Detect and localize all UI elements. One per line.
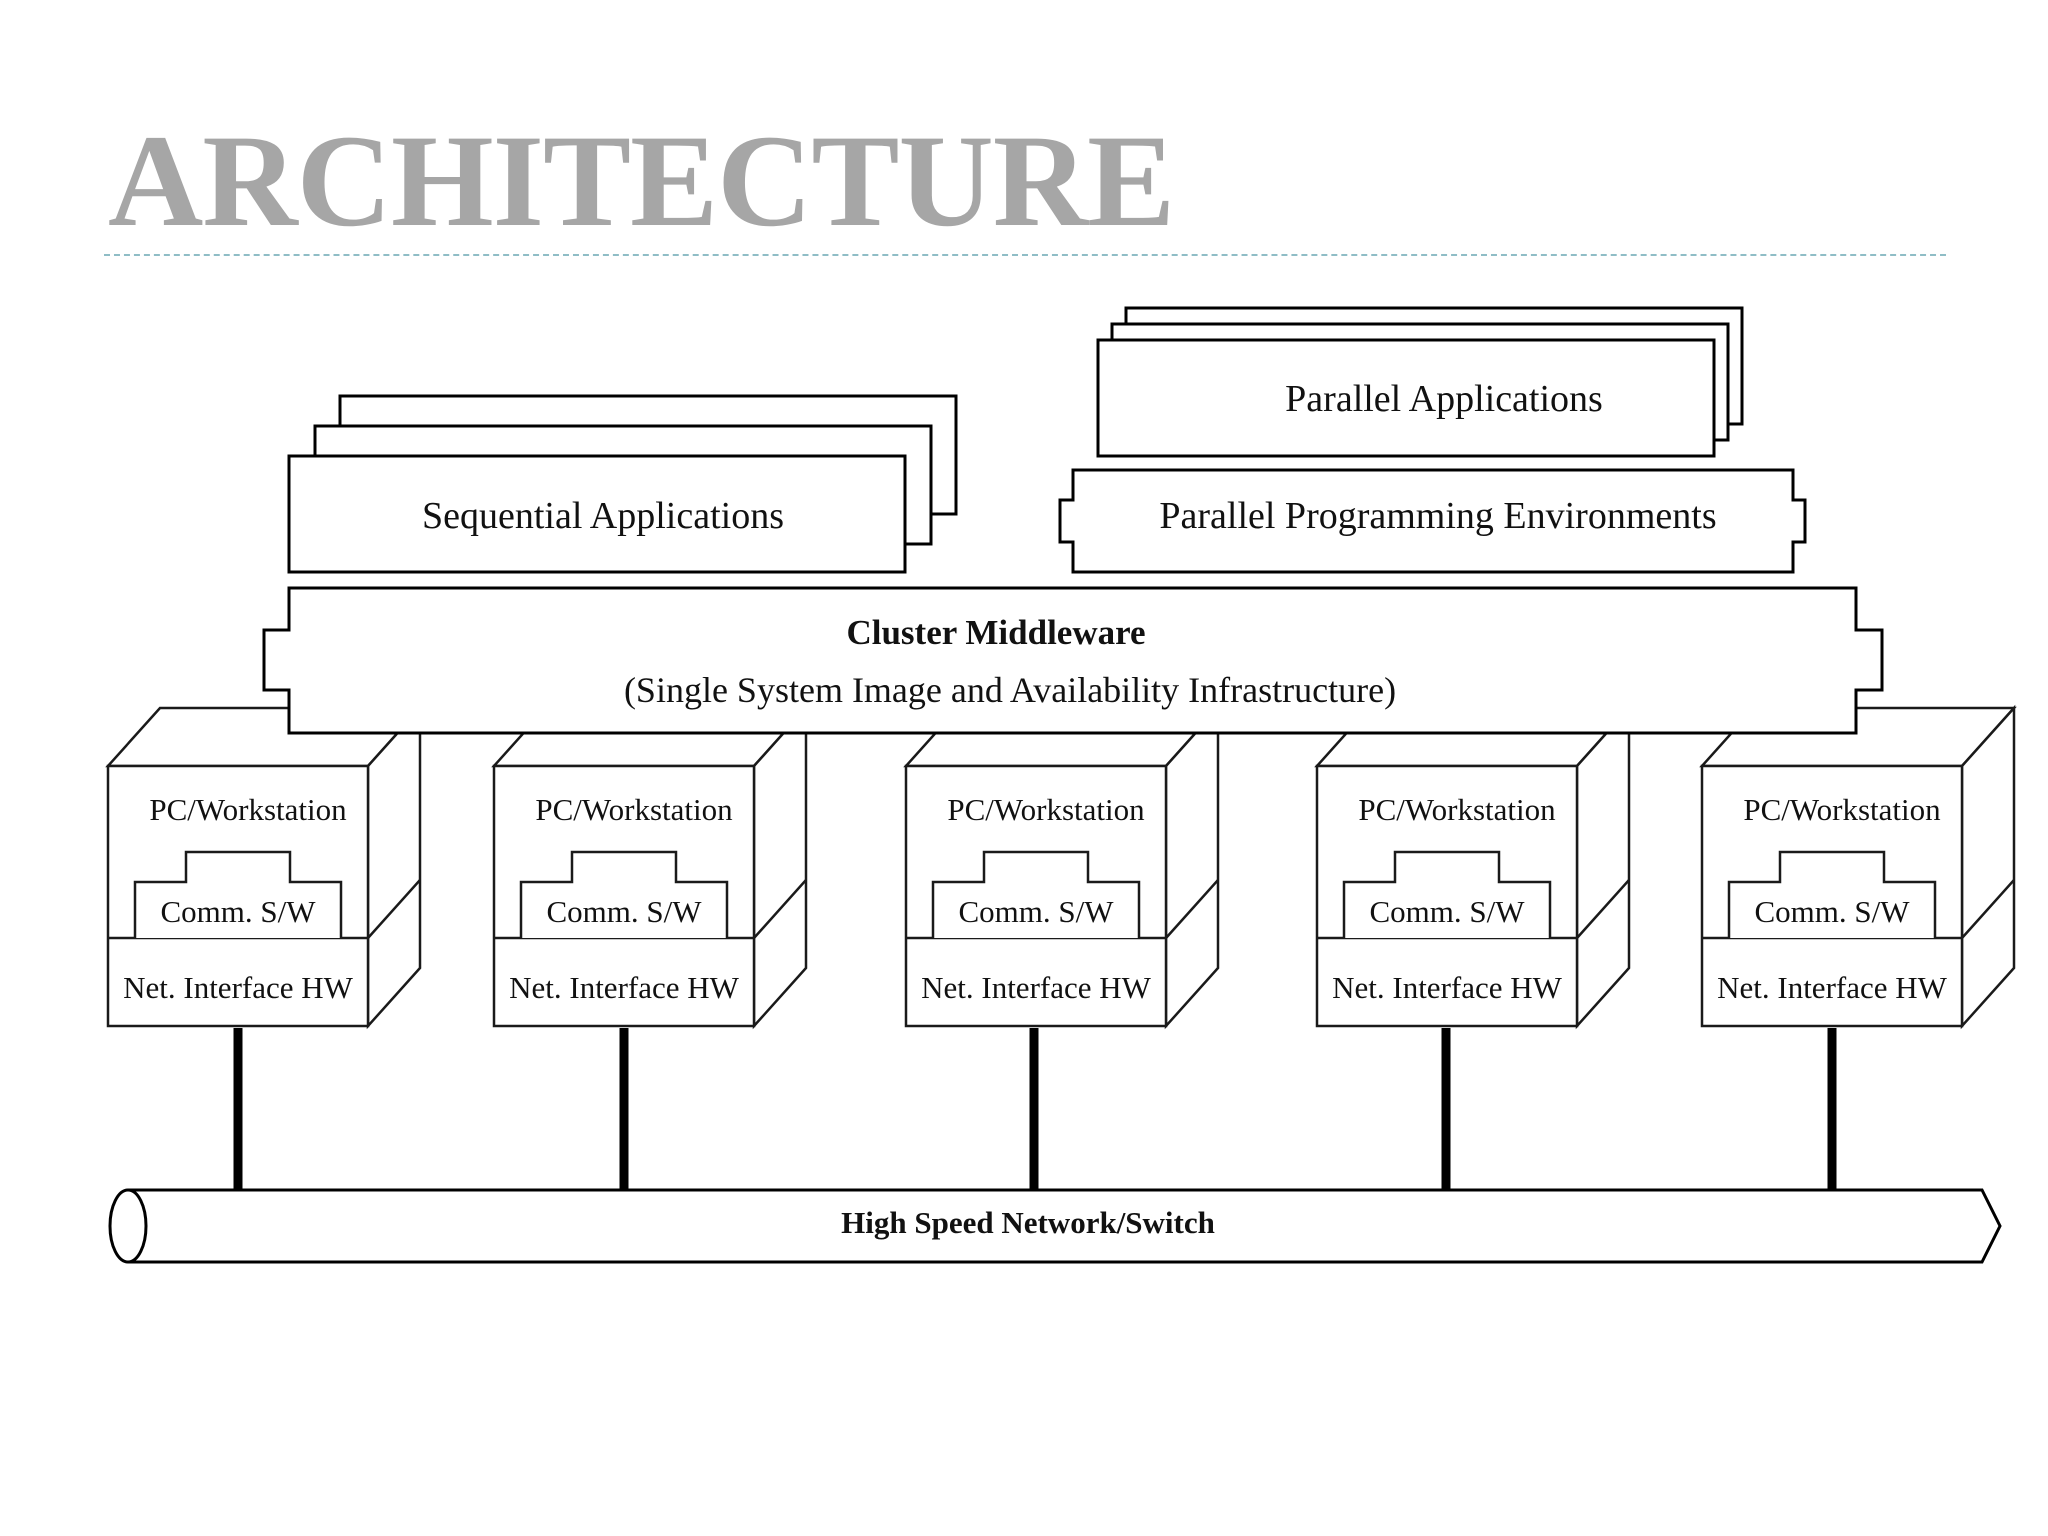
node-side-face — [1960, 704, 2016, 1030]
sequential-applications-stack: Sequential Applications — [287, 394, 958, 574]
comm-sw-label: Comm. S/W — [958, 894, 1114, 929]
node-side-divider — [367, 879, 421, 939]
parallel-applications-stack: Parallel Applications — [1096, 306, 1744, 458]
node-side-face — [1164, 704, 1220, 1030]
network-label: High Speed Network/Switch — [841, 1205, 1215, 1240]
node-side-divider — [1165, 879, 1219, 939]
parallel-programming-environments-label: Parallel Programming Environments — [1159, 495, 1716, 537]
net-interface-label: Net. Interface HW — [123, 970, 354, 1005]
net-interface-label: Net. Interface HW — [1717, 970, 1948, 1005]
parallel-programming-environments-box: Parallel Programming Environments — [1058, 468, 1807, 574]
net-interface-label: Net. Interface HW — [921, 970, 1152, 1005]
high-speed-network-pipe: High Speed Network/Switch — [108, 1188, 2002, 1264]
comm-sw-box — [1727, 850, 1937, 938]
comm-sw-label: Comm. S/W — [160, 894, 316, 929]
comm-sw-box — [519, 850, 729, 938]
node-side-divider — [1576, 879, 1630, 939]
sequential-applications-label: Sequential Applications — [422, 495, 784, 537]
comm-sw-label: Comm. S/W — [546, 894, 702, 929]
node-name-label: PC/Workstation — [535, 792, 733, 827]
comm-sw-box — [1342, 850, 1552, 938]
comm-sw-box — [931, 850, 1141, 938]
node-side-divider — [753, 879, 807, 939]
node-side-face — [366, 704, 422, 1030]
middleware-subtitle: (Single System Image and Availability In… — [624, 670, 1396, 710]
net-interface-label: Net. Interface HW — [509, 970, 740, 1005]
node-name-label: PC/Workstation — [149, 792, 347, 827]
comm-sw-box — [133, 850, 343, 938]
title-divider — [104, 254, 1946, 256]
comm-sw-label: Comm. S/W — [1754, 894, 1910, 929]
cluster-middleware-box: Cluster Middleware (Single System Image … — [262, 586, 1884, 735]
comm-sw-label: Comm. S/W — [1369, 894, 1525, 929]
node-side-divider — [1961, 879, 2015, 939]
node-name-label: PC/Workstation — [1743, 792, 1941, 827]
middleware-title: Cluster Middleware — [846, 613, 1145, 652]
node-name-label: PC/Workstation — [1358, 792, 1556, 827]
slide-title: ARCHITECTURE — [108, 107, 1175, 254]
node-side-face — [752, 704, 808, 1030]
parallel-applications-label: Parallel Applications — [1285, 378, 1603, 420]
network-connectors — [233, 1028, 1837, 1190]
node-side-face — [1575, 704, 1631, 1030]
node-name-label: PC/Workstation — [947, 792, 1145, 827]
net-interface-label: Net. Interface HW — [1332, 970, 1563, 1005]
